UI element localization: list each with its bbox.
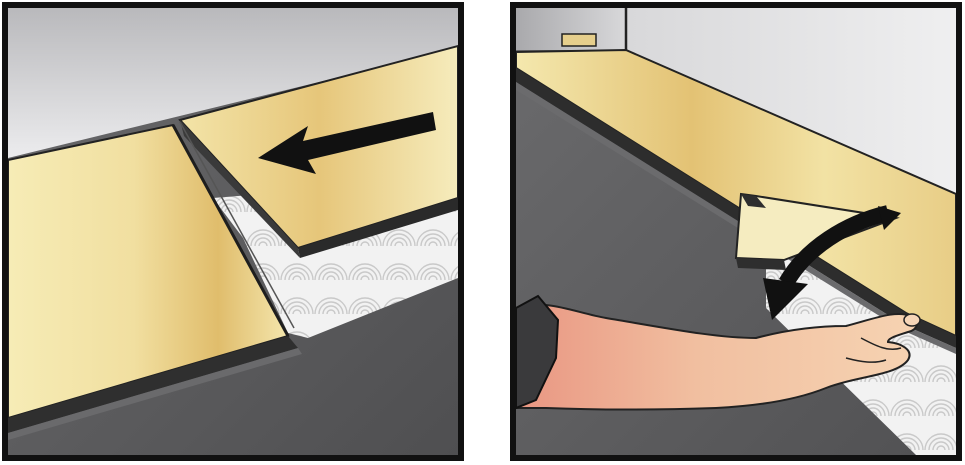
left-panel-drawing [8,8,458,455]
spacer-block [562,34,596,46]
left-panel-slide-plank [2,2,464,461]
right-panel-drawing [516,8,956,455]
right-panel-fold-down [510,2,962,461]
